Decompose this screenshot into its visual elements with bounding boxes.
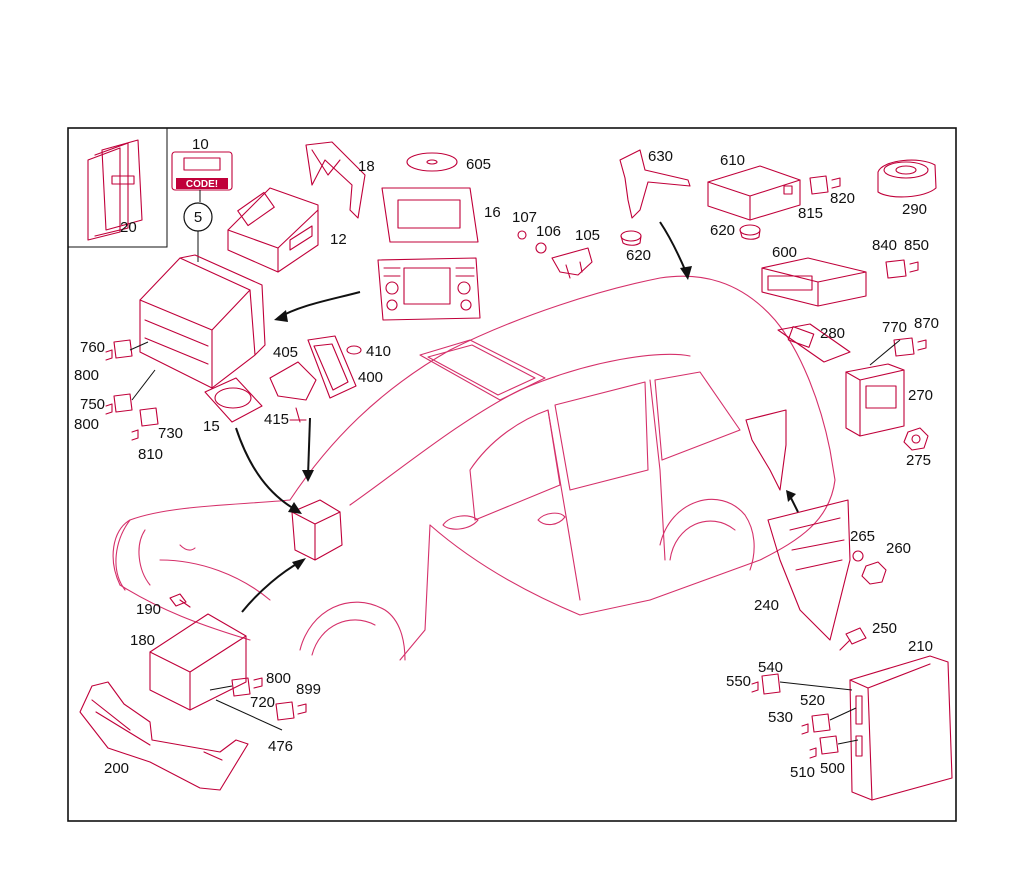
label-415: 415	[264, 411, 289, 428]
label-260: 260	[886, 540, 911, 557]
owner-manual-part-20	[87, 139, 143, 241]
rail-part-200	[79, 681, 249, 791]
head-unit-front-panel	[377, 257, 481, 321]
tuner-part-600	[761, 257, 867, 307]
label-620b: 620	[710, 222, 735, 239]
label-15: 15	[203, 418, 220, 435]
display-unit-part-16	[381, 187, 479, 243]
speaker-part-290	[877, 159, 937, 198]
callout-5-label: 5	[194, 209, 202, 226]
code-badge: CODE!	[186, 179, 218, 190]
label-476: 476	[268, 738, 293, 755]
label-270: 270	[908, 387, 933, 404]
bracket-part-240	[745, 409, 887, 651]
label-10: 10	[192, 136, 209, 153]
label-240: 240	[754, 597, 779, 614]
module-part-210	[849, 655, 953, 801]
label-610: 610	[720, 152, 745, 169]
assembly-arrows	[235, 221, 799, 613]
disc-part-605	[406, 152, 458, 172]
label-840: 840	[872, 237, 897, 254]
label-180: 180	[130, 632, 155, 649]
label-275: 275	[906, 452, 931, 469]
label-510: 510	[790, 764, 815, 781]
label-800b: 800	[74, 416, 99, 433]
label-899: 899	[296, 681, 321, 698]
connectors-bottom-group	[209, 677, 307, 731]
label-800c: 800	[266, 670, 291, 687]
bracket-part-105	[517, 230, 593, 279]
nut-part-275	[903, 427, 929, 451]
label-820: 820	[830, 190, 855, 207]
connector-part-815	[809, 175, 841, 195]
label-290: 290	[902, 201, 927, 218]
label-105: 105	[575, 227, 600, 244]
label-620: 620	[626, 247, 651, 264]
grommet-part-620	[620, 230, 642, 246]
label-600: 600	[772, 244, 797, 261]
label-18: 18	[358, 158, 375, 175]
label-815: 815	[798, 205, 823, 222]
disc-drive-part-15	[204, 377, 263, 423]
label-20: 20	[120, 219, 137, 236]
connectors-left-group	[105, 339, 159, 441]
label-210: 210	[908, 638, 933, 655]
label-760: 760	[80, 339, 105, 356]
label-750: 750	[80, 396, 105, 413]
label-550: 550	[726, 673, 751, 690]
callout-circle-5: 5	[183, 190, 213, 262]
module-part-610	[707, 165, 801, 221]
module-under-windscreen	[291, 499, 343, 561]
label-265: 265	[850, 528, 875, 545]
label-107: 107	[512, 209, 537, 226]
diagram-frame	[67, 127, 957, 822]
housing-part-5	[139, 254, 266, 389]
car-outline	[112, 275, 836, 661]
code-card-part-10: CODE!	[171, 151, 233, 191]
part-labels: 10 20 18 605 16 12 107 106 105 630 620 6…	[74, 136, 939, 781]
label-12: 12	[330, 231, 347, 248]
remote-part-280	[777, 323, 851, 363]
cd-changer-part-12	[227, 187, 319, 273]
label-870: 870	[914, 315, 939, 332]
label-630: 630	[648, 148, 673, 165]
module-part-270	[845, 363, 905, 437]
connector-part-770	[869, 337, 927, 366]
label-730: 730	[158, 425, 183, 442]
label-540: 540	[758, 659, 783, 676]
label-500: 500	[820, 760, 845, 777]
label-770: 770	[882, 319, 907, 336]
trim-frame-part-18	[305, 141, 366, 219]
bolt-part-190	[169, 593, 191, 608]
label-200: 200	[104, 760, 129, 777]
label-850: 850	[904, 237, 929, 254]
label-190: 190	[136, 601, 161, 618]
bracket-part-630	[619, 149, 691, 219]
label-16: 16	[484, 204, 501, 221]
grommet-part-620b	[739, 224, 761, 240]
label-720: 720	[250, 694, 275, 711]
label-800: 800	[74, 367, 99, 384]
label-530: 530	[768, 709, 793, 726]
connectors-right-group	[751, 673, 859, 759]
label-605: 605	[466, 156, 491, 173]
label-520: 520	[800, 692, 825, 709]
label-410: 410	[366, 343, 391, 360]
label-400: 400	[358, 369, 383, 386]
label-250: 250	[872, 620, 897, 637]
inset-box	[67, 127, 168, 248]
label-280: 280	[820, 325, 845, 342]
connector-part-840	[885, 259, 919, 279]
label-810: 810	[138, 446, 163, 463]
bracket-part-405	[269, 335, 362, 423]
label-106: 106	[536, 223, 561, 240]
module-part-180	[149, 613, 247, 711]
label-405: 405	[273, 344, 298, 361]
